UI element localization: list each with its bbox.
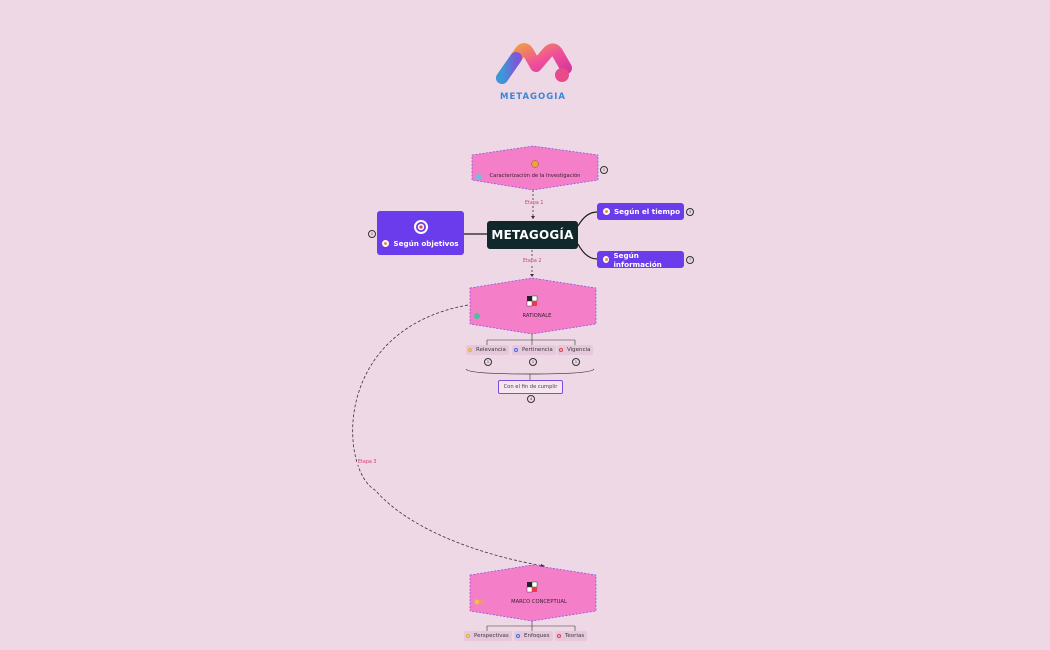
hex-marco-label[interactable]: MARCO CONCEPTUAL — [511, 599, 567, 605]
arrow-etapa-1 — [531, 216, 535, 219]
clock-icon — [603, 208, 610, 215]
leaf-icon — [474, 313, 480, 319]
bullet-icon — [382, 239, 390, 247]
collapse-count-relevancia[interactable]: 1 — [484, 358, 492, 366]
child-relevancia-label: Relevancia — [476, 347, 506, 353]
node-segun-objetivos[interactable]: Según objetivos — [377, 211, 464, 255]
hex-marco-shape[interactable] — [469, 564, 597, 622]
arrow-etapa-2 — [530, 274, 534, 277]
collapse-count-pertinencia[interactable]: 1 — [529, 358, 537, 366]
line-tiempo — [577, 211, 598, 227]
circle-icon — [516, 634, 520, 638]
node-segun-objetivos-label: Según objetivos — [393, 238, 459, 248]
line-etapa-3 — [352, 304, 545, 567]
circle-icon — [559, 348, 563, 352]
chart-icon — [476, 174, 482, 180]
hex-caracterizacion-label[interactable]: Caracterización de la Investigación — [489, 173, 581, 179]
child-vigencia-label: Vigencia — [567, 347, 591, 353]
info-icon — [603, 256, 610, 263]
node-segun-informacion-label: Según información — [613, 250, 662, 269]
collapse-count-vigencia[interactable]: 1 — [572, 358, 580, 366]
child-pertinencia-label: Pertinencia — [522, 347, 553, 353]
target-icon — [413, 219, 428, 234]
central-topic[interactable]: METAGOGÍA — [487, 221, 578, 249]
question-icon — [531, 160, 539, 168]
etapa-2-label: Etapa 2 — [522, 259, 543, 264]
collapse-count-fin[interactable]: 4 — [527, 395, 535, 403]
circle-icon — [514, 348, 518, 352]
etapa-1-label: Etapa 1 — [524, 201, 545, 206]
puzzle-icon-marco — [526, 581, 538, 593]
child-vigencia[interactable]: Vigencia — [557, 345, 594, 355]
node-segun-tiempo-label: Según el tiempo — [614, 207, 681, 216]
hex-rationale-label[interactable]: RATIONALE — [522, 313, 552, 319]
collapse-count-informacion[interactable]: 7 — [686, 256, 694, 264]
child-enfoques-label: Enfoques — [524, 633, 550, 639]
etapa-3-label: Etapa 3 — [357, 460, 378, 465]
collapse-count-tiempo[interactable]: 3 — [686, 208, 694, 216]
child-pertinencia[interactable]: Pertinencia — [512, 345, 556, 355]
node-segun-tiempo[interactable]: Según el tiempo — [597, 203, 684, 220]
circle-icon — [466, 634, 470, 638]
circle-icon — [557, 634, 561, 638]
summary-con-el-fin[interactable]: Con el fin de cumplir — [498, 380, 563, 394]
collapse-count-objetivos[interactable]: 1 — [368, 230, 376, 238]
node-segun-informacion[interactable]: Según información — [597, 250, 684, 269]
child-perspectivas-label: Perspectivas — [474, 633, 509, 639]
child-teorias[interactable]: Teorias — [555, 631, 588, 641]
logo-wordmark: METAGOGIA — [500, 92, 566, 102]
child-teorias-label: Teorias — [565, 633, 585, 639]
metagogia-logo — [496, 43, 572, 84]
circle-icon — [468, 348, 472, 352]
star-icon — [480, 600, 484, 604]
child-relevancia[interactable]: Relevancia — [466, 345, 509, 355]
collapse-count-caracterizacion[interactable]: 1 — [600, 166, 608, 174]
bulb-icon — [474, 599, 480, 605]
child-enfoques[interactable]: Enfoques — [514, 631, 553, 641]
puzzle-icon — [526, 295, 538, 307]
summary-brace — [465, 368, 595, 375]
hex-caracterizacion-shape[interactable] — [471, 145, 599, 191]
child-perspectivas[interactable]: Perspectivas — [464, 631, 512, 641]
line-informacion — [577, 243, 598, 260]
